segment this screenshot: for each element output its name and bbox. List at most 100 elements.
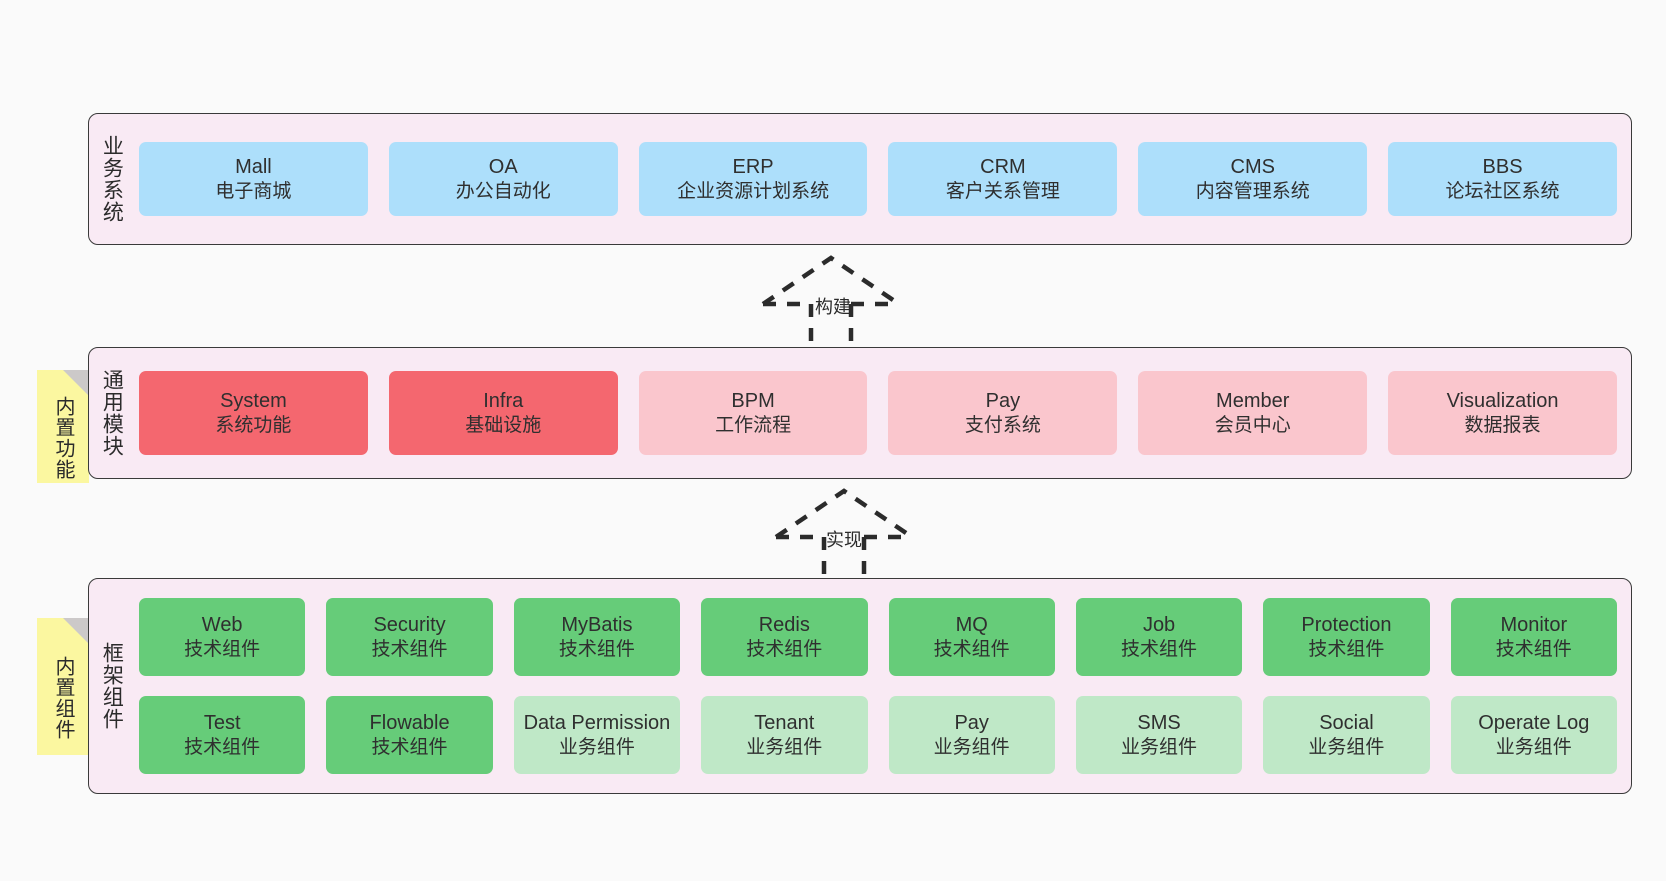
node-subtitle: 业务组件 (558, 736, 635, 758)
node-subtitle: 基础设施 (465, 414, 542, 436)
arrow-label-implement: 实现 (826, 530, 862, 550)
sticky-note-label: 内置组件 (52, 655, 74, 740)
node-title: Visualization (1446, 389, 1559, 412)
node-title: Security (373, 613, 446, 636)
node-title: Web (201, 613, 243, 636)
node-title: Operate Log (1478, 711, 1590, 734)
node-redis[interactable]: Redis 技术组件 (701, 598, 868, 676)
layer-label-framework: 框架组件 (100, 642, 124, 730)
node-subtitle: 技术组件 (1121, 638, 1198, 660)
node-infra[interactable]: Infra 基础设施 (388, 371, 618, 455)
node-title: Member (1216, 389, 1290, 412)
node-protection[interactable]: Protection 技术组件 (1263, 598, 1430, 676)
node-title: BPM (731, 389, 775, 412)
node-title: Job (1142, 613, 1176, 636)
node-subtitle: 技术组件 (184, 736, 261, 758)
node-title: BBS (1482, 155, 1523, 178)
node-pay-module[interactable]: Pay 支付系统 (888, 371, 1118, 455)
layer-body-modules: System 系统功能 Infra 基础设施 BPM 工作流程 Pay 支付系统… (133, 348, 1631, 478)
node-oa[interactable]: OA 办公自动化 (388, 142, 618, 216)
sticky-note-builtin-components: 内置组件 (37, 618, 89, 755)
generalization-arrow-implement: 实现 (768, 485, 928, 585)
node-subtitle: 工作流程 (715, 414, 792, 436)
node-title: MyBatis (561, 613, 633, 636)
node-title: CMS (1230, 155, 1275, 178)
layer-label-modules: 通用模块 (100, 369, 124, 457)
node-crm[interactable]: CRM 客户关系管理 (888, 142, 1118, 216)
node-subtitle: 系统功能 (215, 414, 292, 436)
node-title: Pay (985, 389, 1021, 412)
node-data-permission[interactable]: Data Permission 业务组件 (513, 696, 681, 774)
node-title: Pay (954, 711, 989, 734)
node-mq[interactable]: MQ 技术组件 (888, 598, 1055, 676)
node-subtitle: 电子商城 (215, 180, 292, 202)
node-bbs[interactable]: BBS 论坛社区系统 (1388, 142, 1617, 216)
node-web[interactable]: Web 技术组件 (139, 598, 306, 676)
node-subtitle: 技术组件 (184, 638, 261, 660)
node-title: Protection (1301, 613, 1392, 636)
node-subtitle: 业务组件 (1121, 736, 1198, 758)
layer-body-business: Mall 电子商城 OA 办公自动化 ERP 企业资源计划系统 CRM 客户关系… (133, 114, 1631, 244)
node-bpm[interactable]: BPM 工作流程 (638, 371, 868, 455)
node-subtitle: 业务组件 (746, 736, 823, 758)
node-title: Flowable (369, 711, 450, 734)
node-subtitle: 业务组件 (1308, 736, 1385, 758)
node-cms[interactable]: CMS 内容管理系统 (1138, 142, 1368, 216)
node-title: CRM (980, 155, 1026, 178)
sticky-note-label: 内置功能 (52, 395, 74, 480)
node-subtitle: 技术组件 (746, 638, 823, 660)
generalization-arrow-build: 构建 (755, 252, 915, 352)
node-test[interactable]: Test 技术组件 (139, 696, 306, 774)
node-monitor[interactable]: Monitor 技术组件 (1450, 598, 1617, 676)
node-social[interactable]: Social 业务组件 (1263, 696, 1430, 774)
node-security[interactable]: Security 技术组件 (326, 598, 493, 676)
arrow-label-build: 构建 (815, 297, 851, 317)
node-job[interactable]: Job 技术组件 (1075, 598, 1243, 676)
layer-framework-components: 框架组件 Web 技术组件 Security 技术组件 MyBatis 技术组件… (88, 578, 1632, 794)
node-member[interactable]: Member 会员中心 (1138, 371, 1368, 455)
node-subtitle: 业务组件 (1495, 736, 1572, 758)
node-subtitle: 数据报表 (1464, 414, 1541, 436)
layer-business-systems: 业务系统 Mall 电子商城 OA 办公自动化 ERP 企业资源计划系统 CRM… (88, 113, 1632, 245)
node-title: Social (1319, 711, 1374, 734)
node-title: Data Permission (523, 711, 671, 734)
node-subtitle: 技术组件 (558, 638, 635, 660)
node-subtitle: 会员中心 (1214, 414, 1291, 436)
node-visualization[interactable]: Visualization 数据报表 (1388, 371, 1617, 455)
arrow-head-triangle-sides (761, 255, 901, 306)
node-subtitle: 支付系统 (964, 414, 1041, 436)
node-title: Mall (235, 155, 272, 178)
node-sms[interactable]: SMS 业务组件 (1075, 696, 1243, 774)
node-subtitle: 技术组件 (371, 638, 448, 660)
node-title: Test (203, 711, 241, 734)
node-subtitle: 客户关系管理 (945, 180, 1060, 202)
node-subtitle: 企业资源计划系统 (677, 180, 830, 202)
node-flowable[interactable]: Flowable 技术组件 (326, 696, 493, 774)
node-subtitle: 业务组件 (933, 736, 1010, 758)
node-mall[interactable]: Mall 电子商城 (139, 142, 368, 216)
node-row: Mall 电子商城 OA 办公自动化 ERP 企业资源计划系统 CRM 客户关系… (139, 142, 1617, 216)
node-mybatis[interactable]: MyBatis 技术组件 (513, 598, 681, 676)
node-row: Web 技术组件 Security 技术组件 MyBatis 技术组件 Redi… (139, 598, 1617, 676)
node-operate-log[interactable]: Operate Log 业务组件 (1450, 696, 1617, 774)
node-subtitle: 论坛社区系统 (1445, 180, 1560, 202)
node-subtitle: 技术组件 (1308, 638, 1385, 660)
node-subtitle: 技术组件 (1495, 638, 1572, 660)
layer-label-business: 业务系统 (100, 135, 124, 223)
node-system[interactable]: System 系统功能 (139, 371, 368, 455)
layer-body-framework: Web 技术组件 Security 技术组件 MyBatis 技术组件 Redi… (133, 579, 1631, 793)
layer-common-modules: 通用模块 System 系统功能 Infra 基础设施 BPM 工作流程 Pay… (88, 347, 1632, 479)
node-title: SMS (1137, 711, 1181, 734)
node-erp[interactable]: ERP 企业资源计划系统 (638, 142, 868, 216)
node-row: Test 技术组件 Flowable 技术组件 Data Permission … (139, 696, 1617, 774)
node-title: Tenant (754, 711, 815, 734)
node-row: System 系统功能 Infra 基础设施 BPM 工作流程 Pay 支付系统… (139, 371, 1617, 455)
node-pay-component[interactable]: Pay 业务组件 (888, 696, 1055, 774)
node-title: ERP (732, 155, 774, 178)
node-tenant[interactable]: Tenant 业务组件 (701, 696, 868, 774)
node-subtitle: 技术组件 (933, 638, 1010, 660)
node-subtitle: 技术组件 (371, 736, 448, 758)
node-title: Redis (758, 613, 810, 636)
node-subtitle: 内容管理系统 (1195, 180, 1310, 202)
arrow-head-triangle-sides (774, 488, 914, 539)
